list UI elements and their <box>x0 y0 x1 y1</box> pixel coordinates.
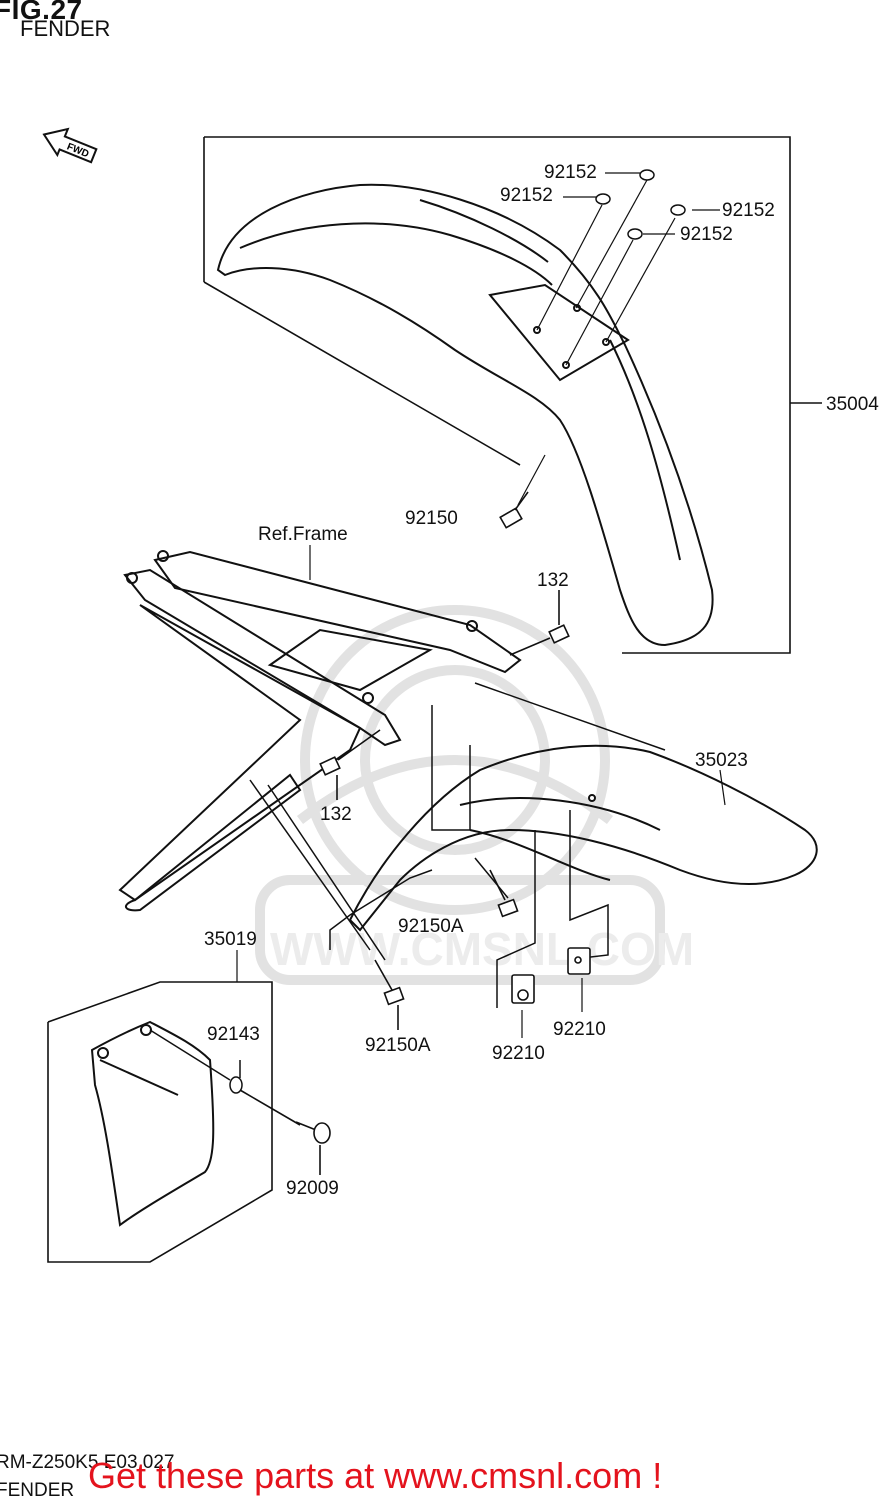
label-132-upper: 132 <box>537 570 569 591</box>
washer-92143-icon <box>149 1029 243 1094</box>
washer-icon <box>595 169 686 240</box>
label-92009: 92009 <box>286 1178 339 1199</box>
label-92210-right: 92210 <box>553 1019 606 1040</box>
mudflap-part <box>90 1020 215 1227</box>
mudflap-outline <box>47 981 273 1263</box>
front-fender-outline <box>204 136 791 654</box>
label-92150: 92150 <box>405 508 458 529</box>
washer-leaders <box>517 172 720 506</box>
label-132-lower: 132 <box>320 804 352 825</box>
figure-subtitle: FENDER <box>20 16 111 41</box>
label-92152-3: 92152 <box>722 200 775 221</box>
front-fender-part <box>216 183 714 647</box>
bolt-132-lower <box>319 729 381 800</box>
label-92210-left: 92210 <box>492 1043 545 1064</box>
rear-fender-outline <box>474 682 666 751</box>
label-35004: 35004 <box>826 394 879 415</box>
label-92150a-lower: 92150A <box>365 1035 431 1056</box>
model-code: RM-Z250K5 E03 027 <box>0 1452 175 1473</box>
label-92143: 92143 <box>207 1024 260 1045</box>
bolt-icon <box>499 491 529 529</box>
nut-92210-icon <box>511 947 591 1004</box>
label-92152-2: 92152 <box>500 185 553 206</box>
rear-fender-part <box>348 744 818 932</box>
fwd-arrow-icon: FWD <box>42 127 98 164</box>
footer-subtitle: FENDER <box>0 1480 75 1501</box>
watermark-text: WWW.CMSNL.COM <box>270 923 694 975</box>
figure-title: FIG.27 <box>0 0 83 25</box>
label-ref-frame: Ref.Frame <box>258 524 348 545</box>
bolt-92150a-upper <box>489 869 519 918</box>
screw-92009-icon <box>239 1089 331 1175</box>
label-92150a-upper: 92150A <box>398 916 464 937</box>
promo-link[interactable]: Get these parts at www.cmsnl.com ! <box>88 1455 663 1496</box>
label-35023: 35023 <box>695 750 748 771</box>
bolt-92150a-lower <box>374 959 405 1030</box>
label-92152-4: 92152 <box>680 224 733 245</box>
watermark-logo <box>255 605 665 985</box>
label-92152-1: 92152 <box>544 162 597 183</box>
rear-bracket-lines <box>249 705 609 1008</box>
bolt-132-upper <box>509 590 570 656</box>
frame-part <box>118 550 522 912</box>
label-35019: 35019 <box>204 929 257 950</box>
